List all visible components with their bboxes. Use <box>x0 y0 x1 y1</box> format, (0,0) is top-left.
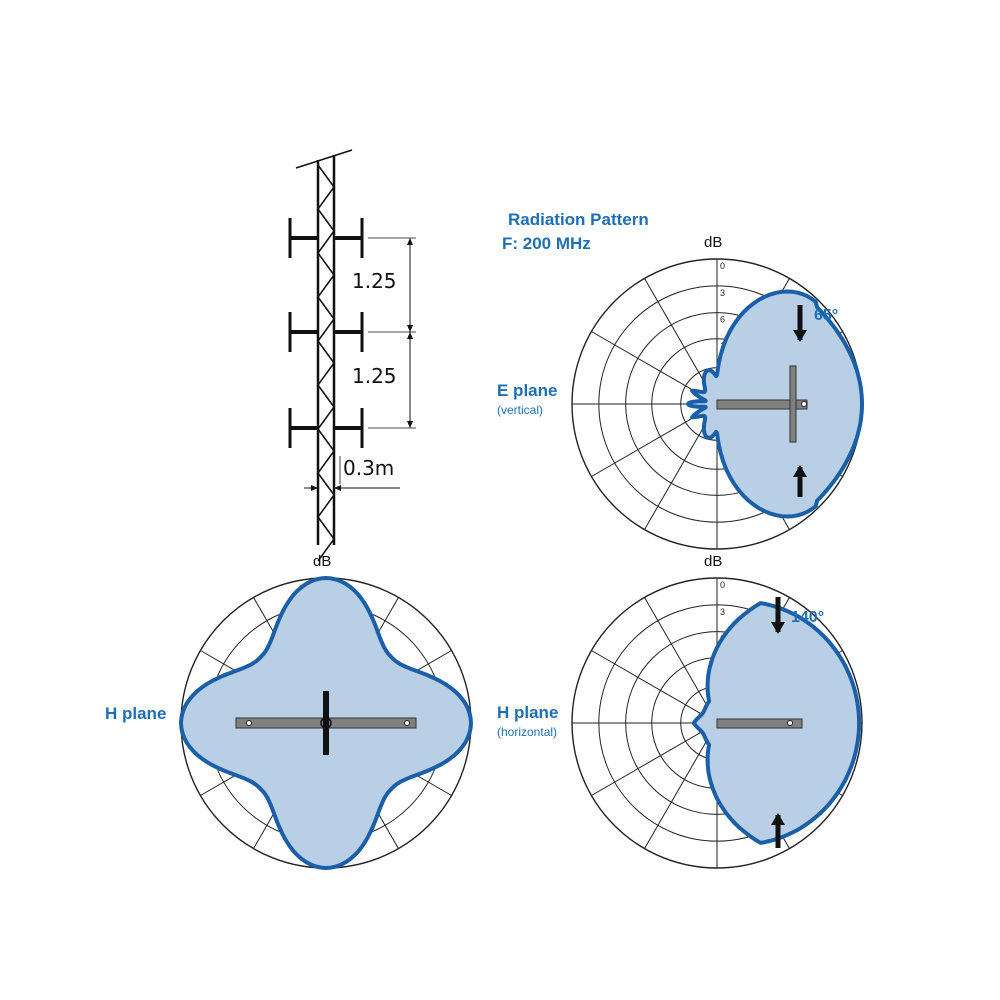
ring-label: 0 <box>720 261 725 271</box>
ring-label: 0 <box>720 580 725 590</box>
e-plane-polar-plot: 0361020 <box>571 258 864 550</box>
grid-spoke <box>644 278 711 393</box>
e-plane-dipole-arm <box>716 399 808 410</box>
e-plane-sublabel: (vertical) <box>497 403 543 417</box>
h-plane-single-label: H plane <box>497 703 558 722</box>
h-plane-single-db-unit: dB <box>704 553 722 570</box>
grid-spoke <box>644 415 711 530</box>
h-plane-single-polar-plot: 0361020 <box>571 577 863 869</box>
spacing-dimension <box>368 237 416 429</box>
grid-spoke <box>644 597 711 712</box>
ring-label: 6 <box>720 315 725 325</box>
h-plane-array-mast <box>323 691 329 755</box>
h-plane-array-label: H plane <box>105 704 166 723</box>
spacing-upper-label: 1.25 <box>352 269 397 293</box>
h-plane-single-beam-arrow-bottom-head <box>771 813 785 825</box>
e-plane-beam-arrow-bottom-head <box>793 465 807 477</box>
grid-spoke <box>591 650 706 717</box>
e-plane-beamwidth: 65° <box>814 307 838 324</box>
h-plane-array-polar-plot: 0361020 <box>179 576 473 870</box>
h-plane-single-beamwidth: 140° <box>791 609 824 626</box>
ring-label: 3 <box>720 288 725 298</box>
dipole-bay-middle <box>288 312 364 352</box>
h-plane-array-db-unit: dB <box>313 553 331 570</box>
e-plane-dipole-bolt <box>801 401 807 407</box>
offset-dimension <box>304 456 400 491</box>
spacing-lower-label: 1.25 <box>352 364 397 388</box>
h-plane-single-bolt <box>787 720 793 726</box>
e-plane-dipole-element <box>789 365 797 443</box>
e-plane-beam-arrow-top-head <box>793 330 807 342</box>
e-plane-label: E plane <box>497 381 557 400</box>
tower-diagram: 1.25 1.25 0.3m <box>288 149 416 562</box>
h-plane-array-bolt-left <box>246 720 252 726</box>
h-plane-array-center <box>320 717 332 729</box>
h-plane-array-bolt-right <box>404 720 410 726</box>
grid-spoke <box>644 734 711 849</box>
grid-spoke <box>591 729 706 796</box>
grid-spoke <box>591 410 706 477</box>
diagram-title: Radiation Pattern <box>508 210 649 229</box>
ring-label: 3 <box>720 607 725 617</box>
h-plane-single-beam-arrow-top-head <box>771 622 785 634</box>
h-plane-single-sublabel: (horizontal) <box>497 725 557 739</box>
frequency-label: F: 200 MHz <box>502 234 591 253</box>
e-plane-db-unit: dB <box>704 234 722 251</box>
dipole-bay-top <box>288 218 364 258</box>
grid-spoke <box>591 331 706 398</box>
dipole-bay-bottom <box>288 408 364 448</box>
h-plane-single-dipole-arm <box>716 718 803 729</box>
offset-label: 0.3m <box>343 456 394 480</box>
